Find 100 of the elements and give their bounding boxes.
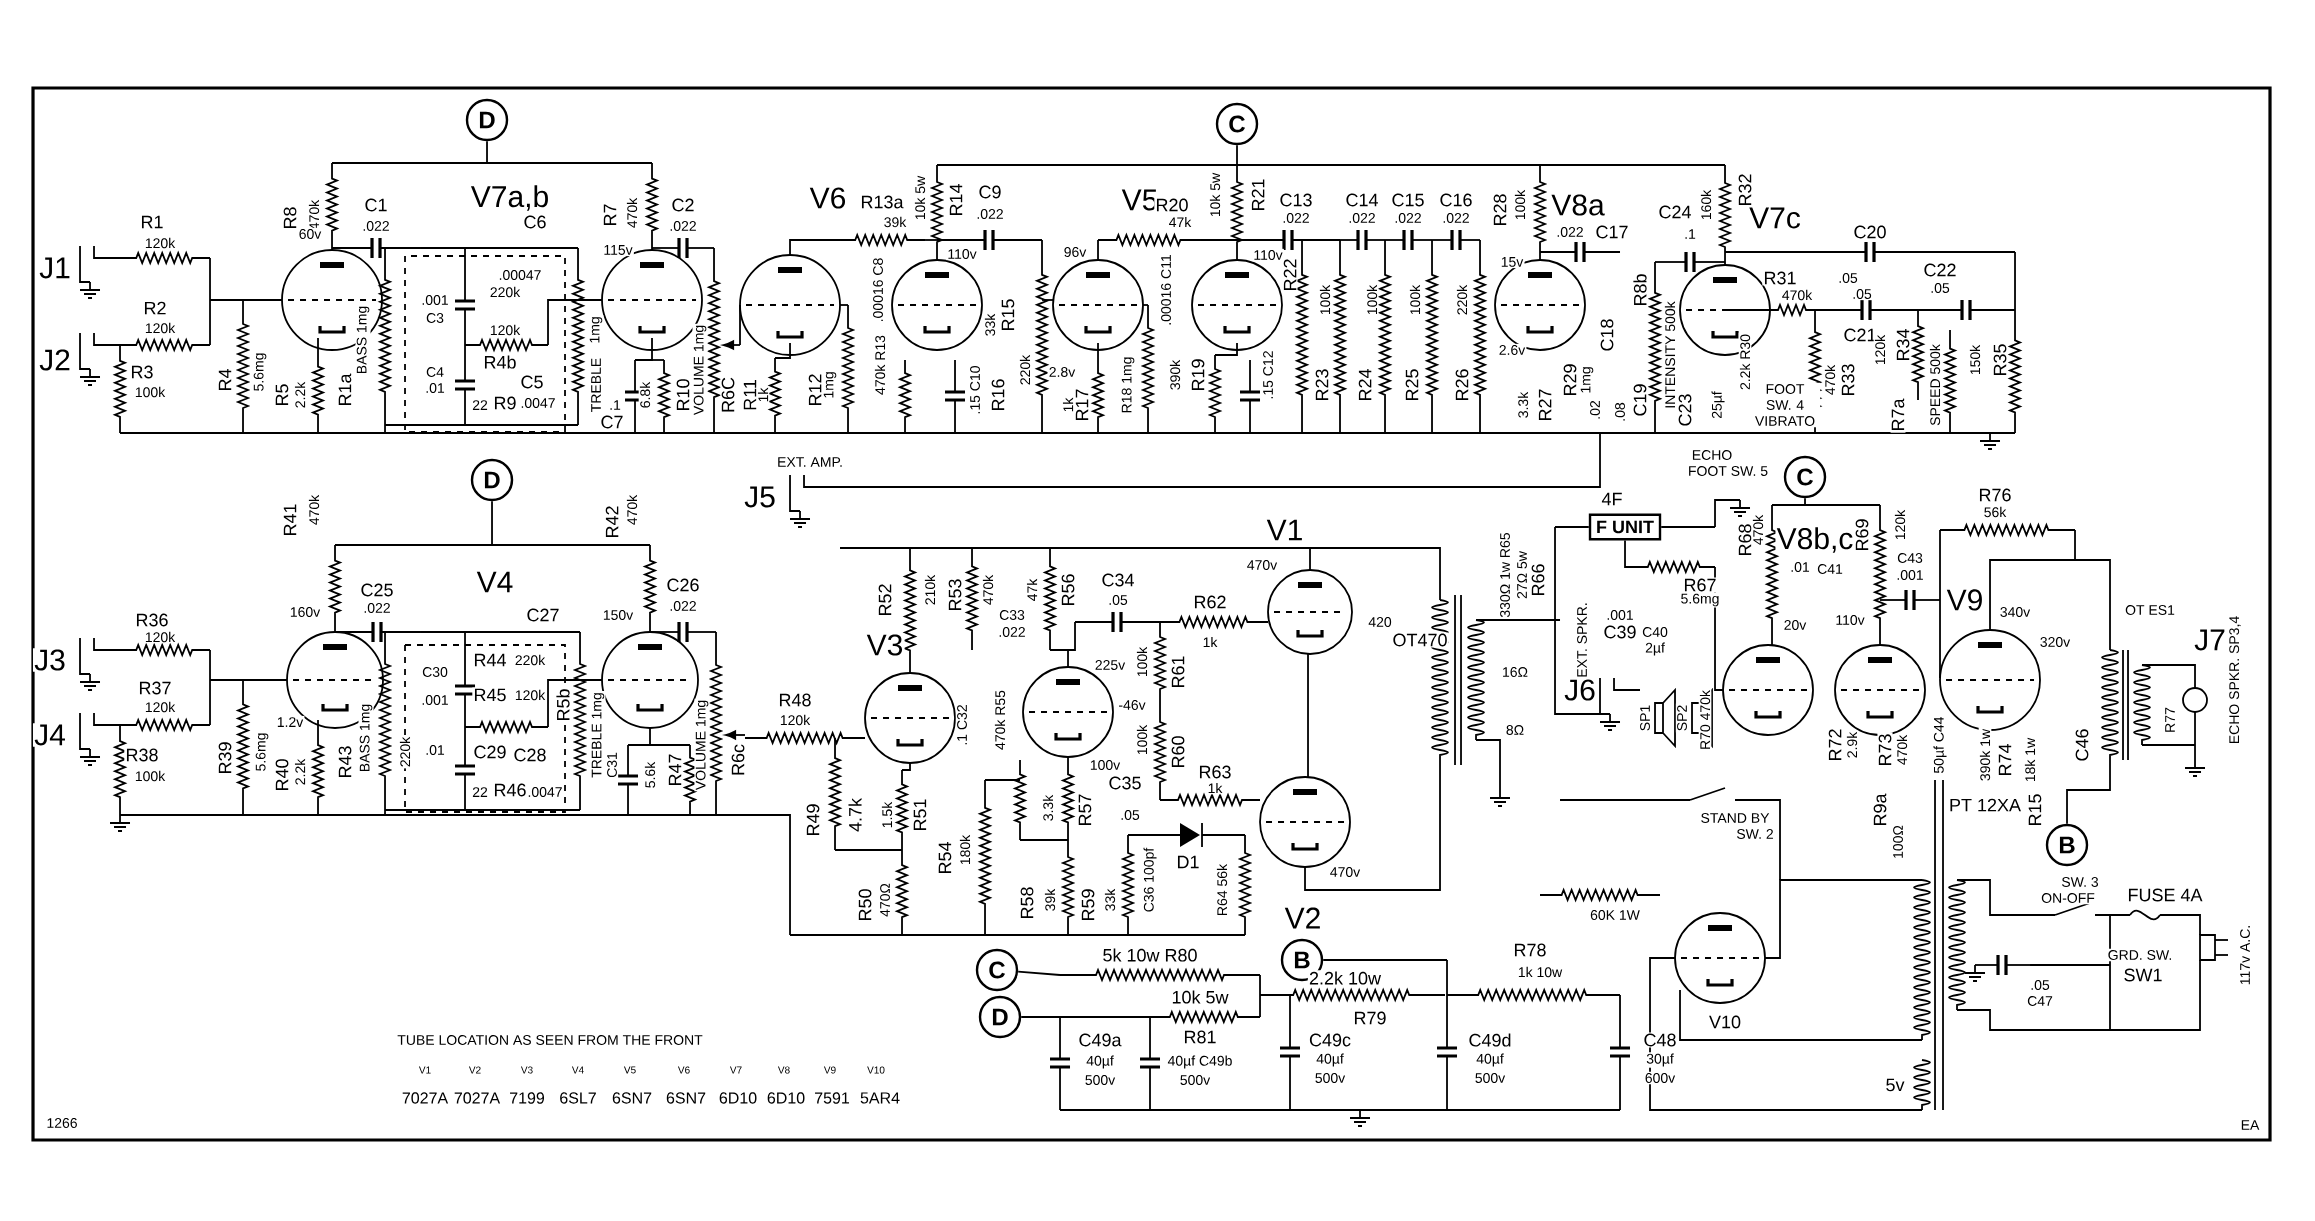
schematic-label: .022 [1393, 211, 1423, 225]
schematic-label: .022 [1281, 211, 1311, 225]
schematic-label: 7027A [452, 1091, 502, 1105]
schematic-label: ECHO SPKR. SP3,4 [2228, 614, 2242, 746]
schematic-label: 47k [1025, 577, 1039, 603]
schematic-label: 120k [1893, 508, 1907, 542]
schematic-label: 6D10 [765, 1091, 807, 1105]
schematic-label: C28 [512, 747, 548, 763]
schematic-label: FOOT SW. 4 VIBRATO [1749, 382, 1821, 428]
schematic-label: 225v [1093, 658, 1127, 672]
schematic-label: R2 [142, 300, 168, 316]
schematic-label: C39 [1602, 624, 1638, 640]
schematic-label: R1 [139, 214, 165, 230]
schematic-label: 33k [1103, 887, 1117, 913]
schematic-label: R9 [492, 395, 518, 411]
schematic-label: R64 56k [1215, 862, 1229, 918]
schematic-label: 39k [882, 215, 908, 229]
schematic-label: C30 [420, 665, 450, 679]
schematic-label: 470k [307, 493, 321, 527]
schematic-label: 220k [398, 735, 412, 769]
schematic-label: OT470 [1391, 632, 1449, 648]
schematic-label: 120k [143, 236, 177, 250]
schematic-label: FUSE 4A [2126, 887, 2204, 903]
schematic-label: V8b,c [1775, 526, 1855, 554]
schematic-label: R4b [482, 354, 518, 370]
schematic-label: 10k 5w [1170, 989, 1230, 1005]
schematic-label: SW. 2 [1735, 827, 1775, 841]
schematic-label: 7591 [813, 1091, 851, 1105]
schematic-label: 110v [1252, 248, 1284, 262]
schematic-label: 40µf [1315, 1052, 1345, 1068]
schematic-label: 600v [1643, 1071, 1677, 1085]
schematic-label: C49a [1077, 1032, 1123, 1048]
schematic-label: 100k [1135, 723, 1149, 757]
schematic-label: C4 [424, 365, 446, 379]
schematic-label: EXT. SPKR. [1575, 601, 1589, 679]
schematic-label: 320v [2038, 635, 2072, 649]
schematic-label: V5 [622, 1065, 638, 1075]
schematic-label: R47 [667, 752, 683, 788]
schematic-label: 39k [1043, 887, 1057, 913]
schematic-label: R15 [2027, 792, 2043, 828]
unit-box: F UNIT [1588, 513, 1662, 541]
wire [1624, 539, 1634, 568]
schematic-label: R53 [947, 577, 963, 613]
schematic-label: 60K 1W [1588, 908, 1642, 922]
schematic-label: .05 [1107, 593, 1129, 607]
schematic-label: R62 [1192, 594, 1228, 610]
schematic-label: .0047 [526, 785, 564, 799]
schematic-label: SW1 [2122, 967, 2164, 983]
schematic-label: V6 [808, 186, 848, 210]
schematic-label: 500v [1083, 1073, 1117, 1087]
schematic-label: .08 [1613, 401, 1627, 423]
schematic-label: VOLUME 1mg [692, 323, 708, 417]
schematic-label: 6SN7 [610, 1091, 654, 1105]
schematic-label: R7a [1890, 397, 1906, 433]
schematic-label: R56 [1060, 572, 1076, 608]
schematic-label: C18 [1599, 317, 1615, 353]
schematic-label: 100k [1365, 283, 1379, 317]
schematic-label: .15 C12 [1261, 349, 1275, 401]
schematic-label: 160k [1699, 188, 1713, 222]
schematic-label: R69 [1854, 517, 1870, 553]
schematic-label: R4 [217, 367, 233, 393]
schematic-label: .00016 C8 [871, 256, 885, 324]
schematic-label: 47k [1167, 215, 1193, 229]
schematic-label: R1a [337, 372, 353, 408]
schematic-label: R9a [1872, 792, 1888, 828]
schematic-label: C13 [1278, 192, 1314, 208]
schematic-label: TREBLE [590, 356, 603, 414]
schematic-label: R6C [720, 375, 736, 415]
schematic-label: 7199 [508, 1091, 546, 1105]
wire [1804, 497, 1806, 506]
schematic-label: C7 [599, 414, 625, 430]
schematic-label: 120k [143, 321, 177, 335]
schematic-label: 40µf [1085, 1054, 1115, 1070]
wire [1017, 970, 1061, 976]
schematic-label: V4 [570, 1065, 586, 1075]
schematic-label: .05 [1929, 281, 1951, 295]
schematic-label: C49d [1467, 1032, 1513, 1048]
schematic-label: .01 [424, 743, 446, 757]
schematic-label: 120k [143, 630, 177, 644]
schematic-label: SW. 3 [2060, 875, 2100, 889]
schematic-label: 5.6mg [252, 351, 268, 393]
schematic-label: .022 [975, 207, 1005, 221]
schematic-label: 5AR4 [858, 1091, 902, 1105]
schematic-label: C15 [1390, 192, 1426, 208]
wire [1660, 526, 1716, 528]
schematic-label: R36 [134, 612, 170, 628]
schematic-label: 7027A [400, 1091, 450, 1105]
schematic-label: 56k [1982, 505, 2008, 519]
schematic-label: R34 [1895, 327, 1911, 363]
schematic-label: 25µf [1710, 390, 1726, 420]
schematic-label: 220k [1018, 353, 1032, 387]
schematic-label: V8a [1550, 193, 1606, 217]
schematic-label: 22 [471, 398, 489, 412]
schematic-label: R54 [937, 840, 953, 876]
schematic-label: R24 [1357, 367, 1373, 403]
schematic-label: 15v [1499, 255, 1525, 269]
schematic-label: .1 [1682, 228, 1698, 240]
schematic-label: R66 [1530, 562, 1546, 598]
schematic-label: 470k [625, 196, 639, 230]
schematic-label: C26 [665, 577, 701, 593]
